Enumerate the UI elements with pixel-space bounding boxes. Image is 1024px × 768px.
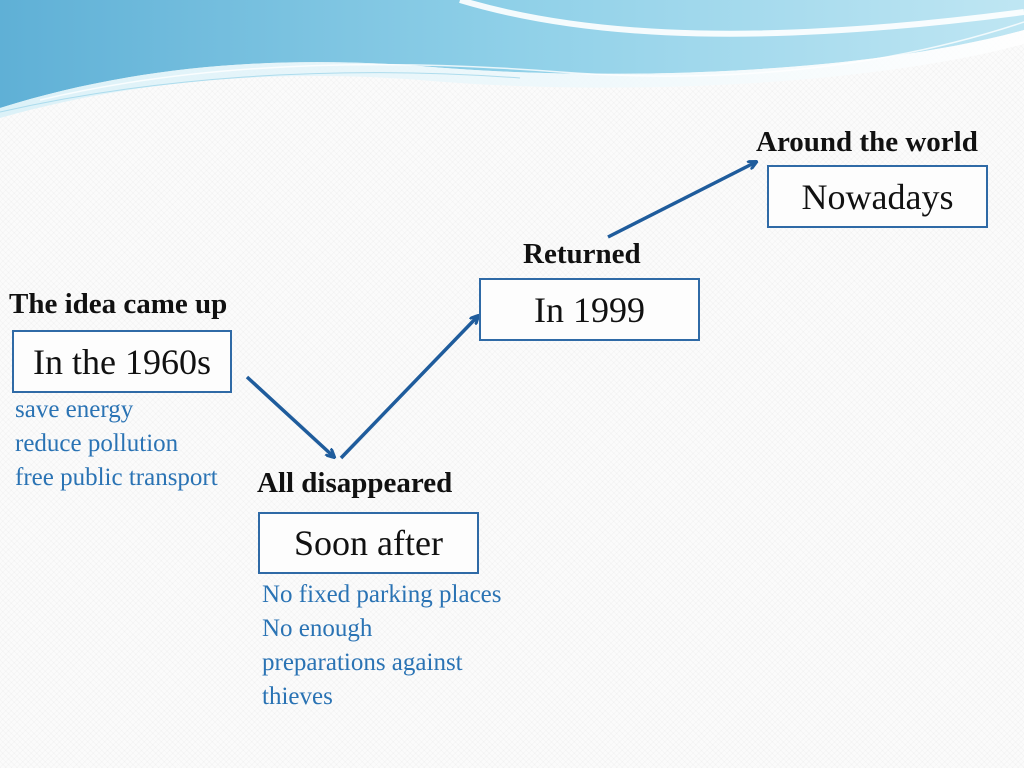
period-label-nowadays: Nowadays (801, 176, 954, 217)
period-label-1960s: In the 1960s (33, 341, 211, 382)
list-item: preparations against (262, 649, 463, 676)
stage-heading-returned: Returned (523, 238, 641, 270)
list-item: thieves (262, 683, 333, 710)
period-box-soon-after: Soon after (258, 512, 479, 574)
notes-list-disappeared: No fixed parking places No enough prepar… (262, 578, 502, 714)
list-item: save energy (15, 396, 134, 423)
period-label-soon-after: Soon after (294, 523, 443, 563)
period-box-nowadays: Nowadays (767, 165, 988, 228)
arrow-down-to-soon-after (245, 375, 334, 457)
notes-list-idea: save energy reduce pollution free public… (15, 393, 218, 495)
decorative-wave-header (0, 0, 1024, 118)
stage-heading-disappeared: All disappeared (257, 467, 453, 499)
list-item: No enough (262, 615, 373, 642)
arrow-up-to-nowadays (607, 162, 756, 239)
list-item: free public transport (15, 464, 218, 491)
stage-heading-around-the-world: Around the world (756, 126, 978, 158)
period-box-1960s: In the 1960s (12, 330, 232, 393)
arrow-up-to-1999 (339, 316, 478, 460)
list-item: No fixed parking places (262, 581, 502, 608)
list-item: reduce pollution (15, 430, 179, 457)
stage-heading-idea: The idea came up (9, 288, 228, 320)
period-label-1999: In 1999 (534, 289, 645, 330)
period-box-1999: In 1999 (479, 278, 700, 341)
